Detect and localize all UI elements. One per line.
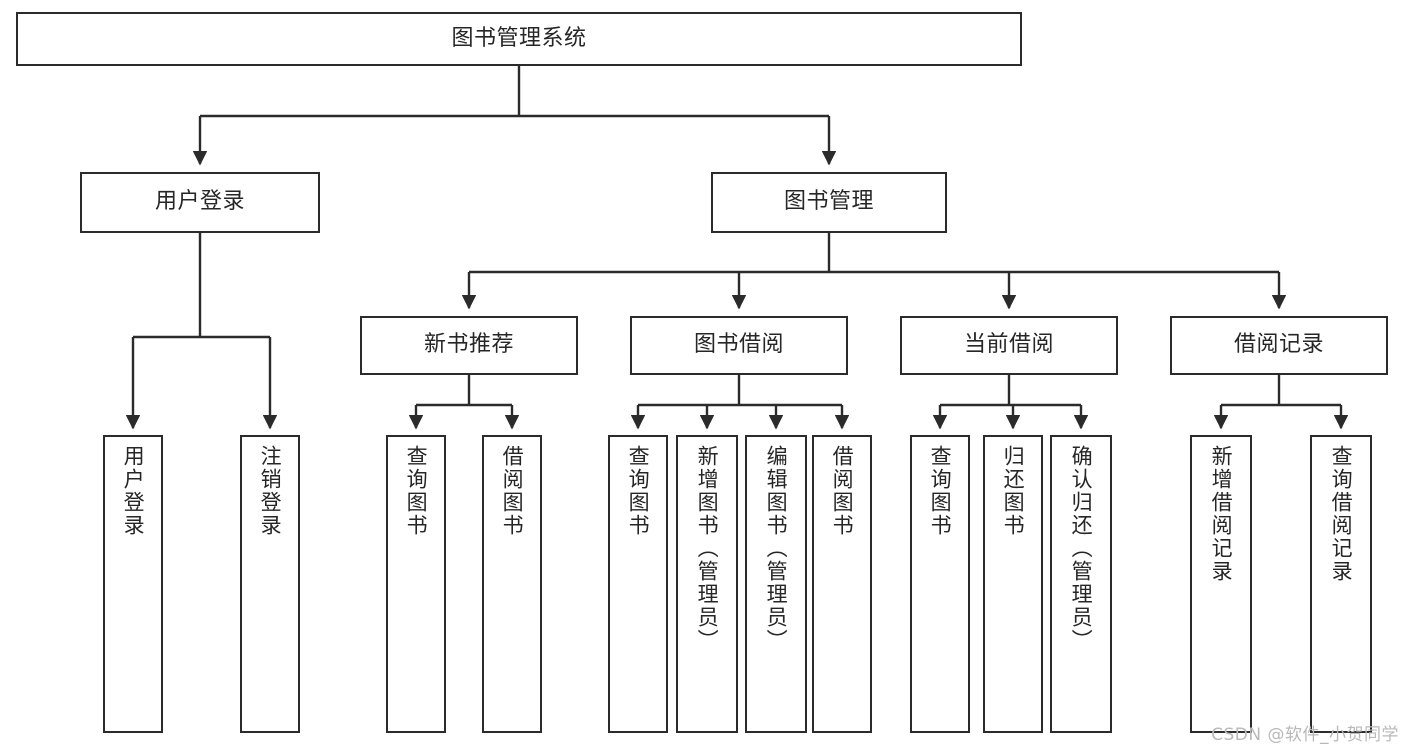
node-leaf-add-book-admin[interactable]: 新增图书（管理员） [676, 435, 738, 733]
node-book-manage[interactable]: 图书管理 [711, 172, 947, 233]
node-leaf-query-book-1[interactable]: 查询图书 [386, 435, 446, 733]
node-leaf-query-book-1-label: 查询图书 [404, 445, 429, 537]
node-book-borrow-label: 图书借阅 [693, 332, 784, 358]
node-book-borrow[interactable]: 图书借阅 [630, 316, 848, 375]
node-leaf-query-book-3[interactable]: 查询图书 [910, 435, 970, 733]
node-leaf-return-book[interactable]: 归还图书 [983, 435, 1043, 733]
node-leaf-borrow-book-2[interactable]: 借阅图书 [812, 435, 872, 733]
csdn-watermark: CSDN @软件_小贺同学 [1211, 725, 1399, 745]
node-leaf-logout-login-label: 注销登录 [258, 445, 283, 537]
node-leaf-confirm-return-admin[interactable]: 确认归还（管理员） [1050, 435, 1112, 733]
node-leaf-borrow-book-2-label: 借阅图书 [830, 445, 855, 537]
node-leaf-user-login[interactable]: 用户登录 [103, 435, 163, 733]
node-leaf-query-book-2[interactable]: 查询图书 [608, 435, 668, 733]
node-book-manage-label: 图书管理 [783, 189, 874, 215]
node-new-book-recommend-label: 新书推荐 [423, 332, 514, 358]
node-leaf-borrow-book-1[interactable]: 借阅图书 [482, 435, 542, 733]
node-current-borrow-label: 当前借阅 [963, 332, 1054, 358]
node-borrow-record[interactable]: 借阅记录 [1170, 316, 1388, 375]
node-root-label: 图书管理系统 [451, 25, 587, 51]
node-leaf-add-borrow-record[interactable]: 新增借阅记录 [1190, 435, 1252, 733]
node-leaf-user-login-label: 用户登录 [121, 445, 146, 537]
node-leaf-return-book-label: 归还图书 [1001, 445, 1026, 537]
node-root[interactable]: 图书管理系统 [16, 12, 1022, 66]
node-new-book-recommend[interactable]: 新书推荐 [360, 316, 578, 375]
node-leaf-add-borrow-record-label: 新增借阅记录 [1209, 445, 1234, 583]
node-leaf-query-book-3-label: 查询图书 [928, 445, 953, 537]
node-leaf-borrow-book-1-label: 借阅图书 [500, 445, 525, 537]
node-leaf-query-book-2-label: 查询图书 [626, 445, 651, 537]
node-current-borrow[interactable]: 当前借阅 [900, 316, 1118, 375]
node-leaf-confirm-return-admin-label: 确认归还（管理员） [1069, 445, 1094, 652]
node-borrow-record-label: 借阅记录 [1233, 332, 1324, 358]
node-leaf-edit-book-admin-label: 编辑图书（管理员） [764, 445, 789, 652]
node-leaf-logout-login[interactable]: 注销登录 [240, 435, 300, 733]
node-user-login[interactable]: 用户登录 [80, 172, 320, 233]
node-leaf-query-borrow-record[interactable]: 查询借阅记录 [1310, 435, 1372, 733]
node-leaf-add-book-admin-label: 新增图书（管理员） [695, 445, 720, 652]
node-leaf-edit-book-admin[interactable]: 编辑图书（管理员） [745, 435, 807, 733]
node-user-login-label: 用户登录 [154, 189, 245, 215]
node-leaf-query-borrow-record-label: 查询借阅记录 [1329, 445, 1354, 583]
